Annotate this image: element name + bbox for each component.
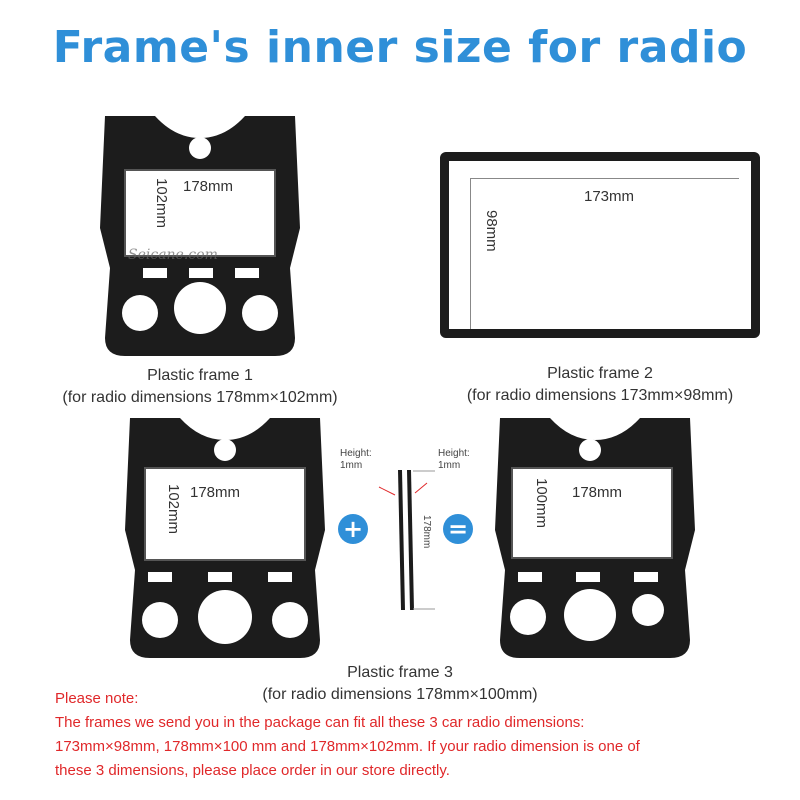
frame3-left-top-hole <box>214 439 236 461</box>
strip-height-right-label: Height: 1mm <box>438 448 470 472</box>
frame1-knob-hole <box>242 295 278 331</box>
strip-height-left-value: 1mm <box>340 460 363 471</box>
frame2-caption-title: Plastic frame 2 <box>547 365 653 382</box>
equals-icon: = <box>443 514 473 544</box>
frame1-caption-dimensions: (for radio dimensions 178mm×102mm) <box>62 389 338 406</box>
frame3-left-image <box>125 418 325 658</box>
frame3-left-slot <box>268 572 292 582</box>
frame1-width-label: 178mm <box>183 178 234 195</box>
page-title: Frame's inner size for radio <box>52 22 748 73</box>
frame3-left-slot <box>148 572 172 582</box>
frame3-right-knob-hole <box>564 589 616 641</box>
note-heading: Please note: <box>55 690 139 707</box>
frame3-left-window <box>144 467 306 561</box>
frame2-caption-dimensions: (for radio dimensions 173mm×98mm) <box>466 387 734 404</box>
frame3-left-knob-hole <box>272 602 308 638</box>
strip-height-right-value: 1mm <box>438 460 461 471</box>
note-line-3: these 3 dimensions, please place order i… <box>55 762 450 779</box>
frame3-right-window <box>511 467 673 559</box>
strip-height-left-label: Height: 1mm <box>340 448 372 472</box>
strip-arrow-right <box>414 482 428 494</box>
strip-left-bar <box>398 469 405 611</box>
frame2-width-label: 173mm <box>584 188 635 205</box>
note-line-2: 173mm×98mm, 178mm×100 mm and 178mm×102mm… <box>55 738 640 755</box>
frame2-caption: Plastic frame 2 (for radio dimensions 17… <box>420 363 780 407</box>
frame3-right-width-label: 178mm <box>572 484 623 501</box>
frame2-dimension-guides <box>470 178 739 329</box>
frame3-right-slot <box>518 572 542 582</box>
frame3-left-slot <box>208 572 232 582</box>
frame3-right-knob-hole <box>510 599 546 635</box>
frame3-right-top-hole <box>579 439 601 461</box>
frame1-caption-title: Plastic frame 1 <box>147 367 253 384</box>
frame1-slot <box>235 268 259 278</box>
frame3-right-height-label: 100mm <box>533 478 550 529</box>
note-line-1: The frames we send you in the package ca… <box>55 714 585 731</box>
frame2-height-label: 98mm <box>483 210 500 252</box>
watermark: Seicane.com <box>128 247 218 263</box>
strip-arrow-left <box>378 486 396 496</box>
strip-image <box>378 469 435 611</box>
frame1-slot <box>189 268 213 278</box>
strip-right-bar <box>407 469 414 611</box>
frame3-right-slot <box>634 572 658 582</box>
strip-height-right-word: Height: <box>438 448 470 459</box>
frame1-knob-hole <box>174 282 226 334</box>
frame3-right-image <box>495 418 695 658</box>
frame1-image <box>100 116 300 356</box>
plus-icon: + <box>338 514 368 544</box>
strip-height-left-word: Height: <box>340 448 372 459</box>
frame2-window <box>449 161 751 329</box>
frame3-caption: Plastic frame 3 (for radio dimensions 17… <box>200 662 600 706</box>
frame1-caption: Plastic frame 1 (for radio dimensions 17… <box>20 365 380 409</box>
frame3-caption-dimensions: (for radio dimensions 178mm×100mm) <box>262 686 538 703</box>
frame1-top-hole <box>189 137 211 159</box>
frame3-right-slot <box>576 572 600 582</box>
frame3-left-width-label: 178mm <box>190 484 241 501</box>
frame3-left-height-label: 102mm <box>165 484 182 535</box>
frame1-knob-hole <box>122 295 158 331</box>
frame3-right-knob-hole <box>632 594 664 626</box>
frame1-height-label: 102mm <box>153 178 170 229</box>
frame1-slot <box>143 268 167 278</box>
frame3-left-knob-hole <box>198 590 252 644</box>
frame3-caption-title: Plastic frame 3 <box>347 664 453 681</box>
strip-length-label: 178mm <box>421 515 432 549</box>
frame1-window <box>124 169 276 257</box>
frame3-left-knob-hole <box>142 602 178 638</box>
